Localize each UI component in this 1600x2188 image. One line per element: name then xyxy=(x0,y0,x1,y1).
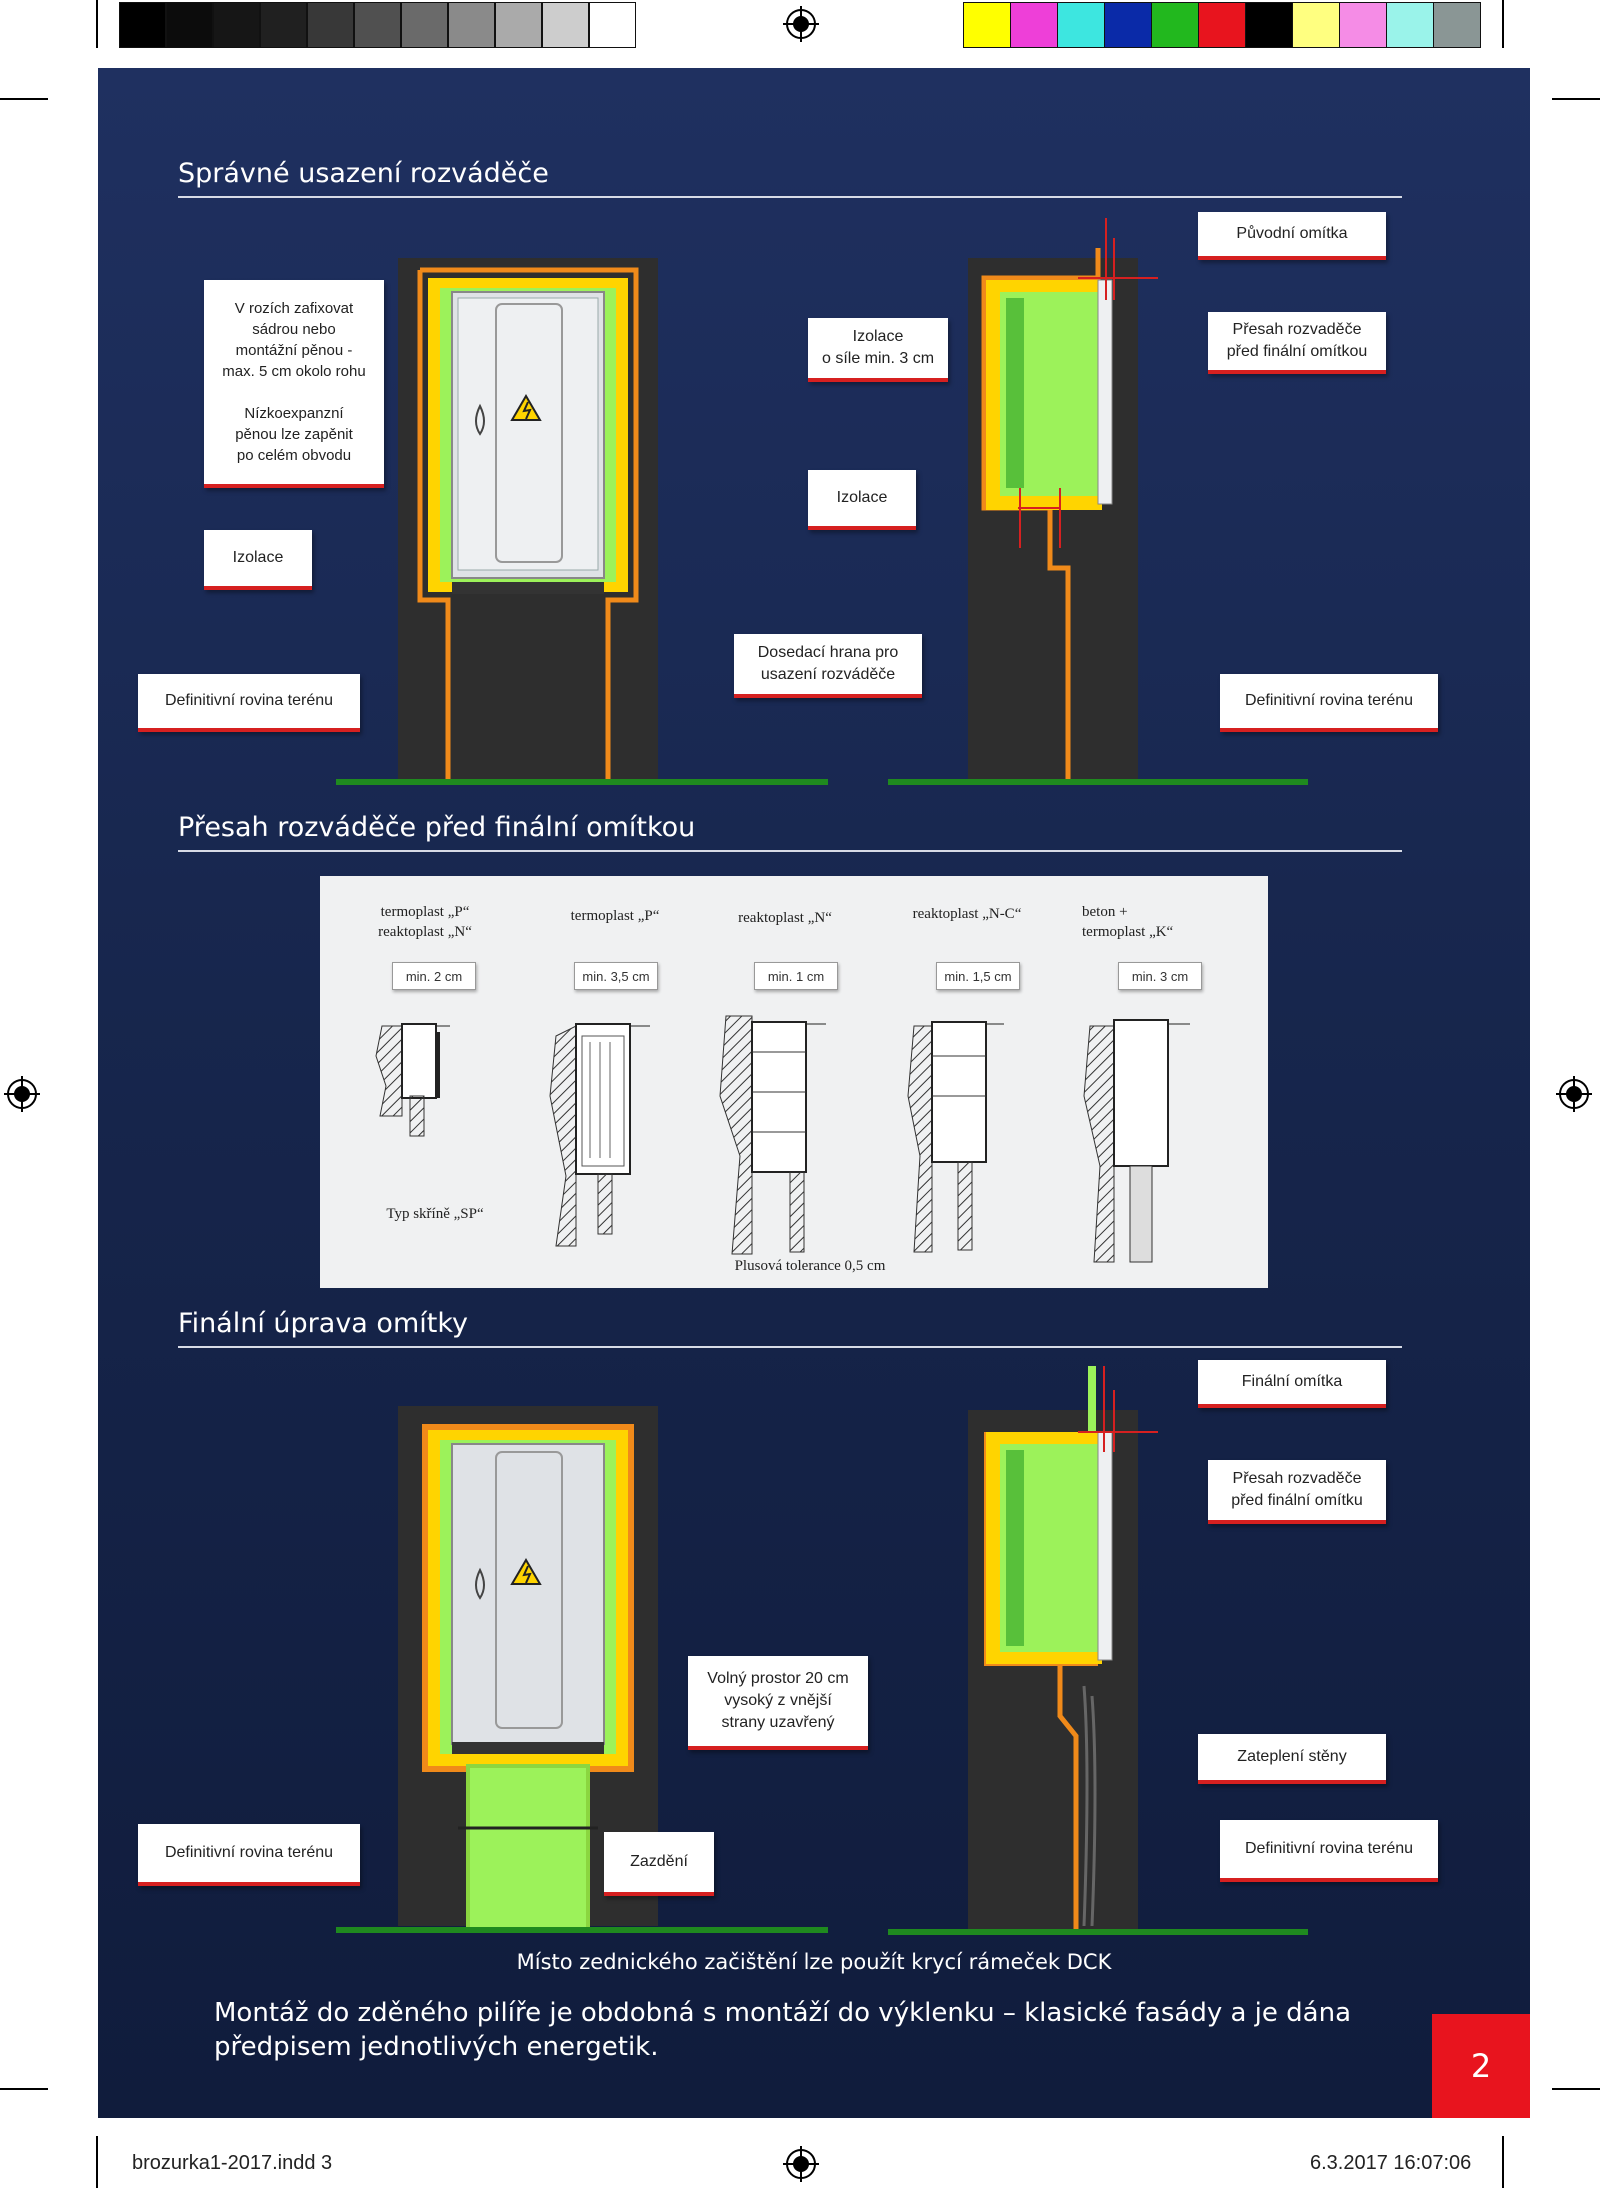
side-view-diagram xyxy=(888,218,1308,785)
callout-ground-left: Definitivní rovina terénu xyxy=(138,1824,360,1886)
column-label: reaktoplast „N-C“ xyxy=(912,906,1022,922)
callout-seat-edge: Dosedací hrana pro usazení rozváděče xyxy=(734,634,922,698)
section-rule xyxy=(178,1346,1402,1348)
crop-mark xyxy=(1552,98,1600,100)
page-number: 2 xyxy=(1432,2014,1530,2118)
crop-mark xyxy=(0,2088,48,2090)
crop-mark xyxy=(1502,2136,1504,2188)
column-label: termoplast „P“ xyxy=(570,908,660,924)
callout-overlap-final: Přesah rozvaděče před finální omítku xyxy=(1208,1460,1386,1524)
callout-ground-right: Definitivní rovina terénu xyxy=(1220,1820,1438,1882)
column-label: reaktoplast „N“ xyxy=(738,910,832,926)
min-value: min. 3,5 cm xyxy=(574,962,658,990)
callout-corner-fixing: V rozích zafixovat sádrou nebo montážní … xyxy=(204,280,384,488)
registration-mark-right xyxy=(1556,1076,1592,1112)
section-rule xyxy=(178,850,1402,852)
min-value: min. 1 cm xyxy=(754,962,838,990)
section-rule xyxy=(178,196,1402,198)
body-paragraph: Montáž do zděného pilíře je obdobná s mo… xyxy=(214,1998,1352,2062)
color-bar xyxy=(963,0,1483,50)
overlap-table-panel: termoplast „P“ reaktoplast „N“ termoplas… xyxy=(320,876,1268,1288)
grayscale-bar xyxy=(119,0,637,50)
callout-free-space: Volný prostor 20 cm vysoký z vnější stra… xyxy=(688,1656,868,1750)
footer-datetime: 6.3.2017 16:07:06 xyxy=(1310,2152,1472,2174)
min-value: min. 2 cm xyxy=(392,962,476,990)
dck-caption: Místo zednického začištění lze použít kr… xyxy=(516,1950,1112,1974)
registration-mark-bottom xyxy=(783,2146,819,2182)
crop-mark xyxy=(96,0,98,48)
callout-brick: Zazdění xyxy=(604,1832,714,1896)
front-view-brick-diagram xyxy=(336,1406,828,1933)
crop-mark xyxy=(96,2136,98,2188)
registration-mark-left xyxy=(4,1076,40,1112)
crop-mark xyxy=(1552,2088,1600,2090)
registration-mark-top xyxy=(783,6,819,42)
callout-ground-right: Definitivní rovina terénu xyxy=(1220,674,1438,732)
callout-original-plaster: Původní omítka xyxy=(1198,212,1386,260)
crop-mark xyxy=(1502,0,1504,48)
callout-final-plaster: Finální omítka xyxy=(1198,1360,1386,1408)
section-title-final-plaster: Finální úprava omítky xyxy=(178,1308,468,1339)
column-label: beton + termoplast „K“ xyxy=(1082,904,1174,940)
callout-overlap: Přesah rozvaděče před finální omítkou xyxy=(1208,312,1386,374)
footer-filename: brozurka1-2017.indd 3 xyxy=(132,2152,333,2174)
tolerance-label: Plusová tolerance 0,5 cm xyxy=(734,1258,886,1274)
column-label: termoplast „P“ reaktoplast „N“ xyxy=(378,904,472,940)
callout-izolace-right: Izolace xyxy=(808,470,916,530)
type-label: Typ skříně „SP“ xyxy=(386,1206,484,1222)
callout-izolace-thickness: Izolace o síle min. 3 cm xyxy=(808,318,948,382)
callout-wall-insulation: Zateplení stěny xyxy=(1198,1734,1386,1784)
front-view-diagram xyxy=(336,258,828,785)
page-panel: Správné usazení rozváděče V rozích zafix… xyxy=(98,68,1530,2118)
min-value: min. 1,5 cm xyxy=(936,962,1020,990)
min-value: min. 3 cm xyxy=(1118,962,1202,990)
crop-mark xyxy=(0,98,48,100)
callout-ground-left: Definitivní rovina terénu xyxy=(138,674,360,732)
section-title-correct-placement: Správné usazení rozváděče xyxy=(178,158,549,189)
cross-section-drawings xyxy=(375,1015,1190,1263)
section-title-overlap: Přesah rozváděče před finální omítkou xyxy=(178,812,696,843)
callout-izolace-left: Izolace xyxy=(204,530,312,590)
side-view-insulated-diagram xyxy=(888,1366,1308,1935)
